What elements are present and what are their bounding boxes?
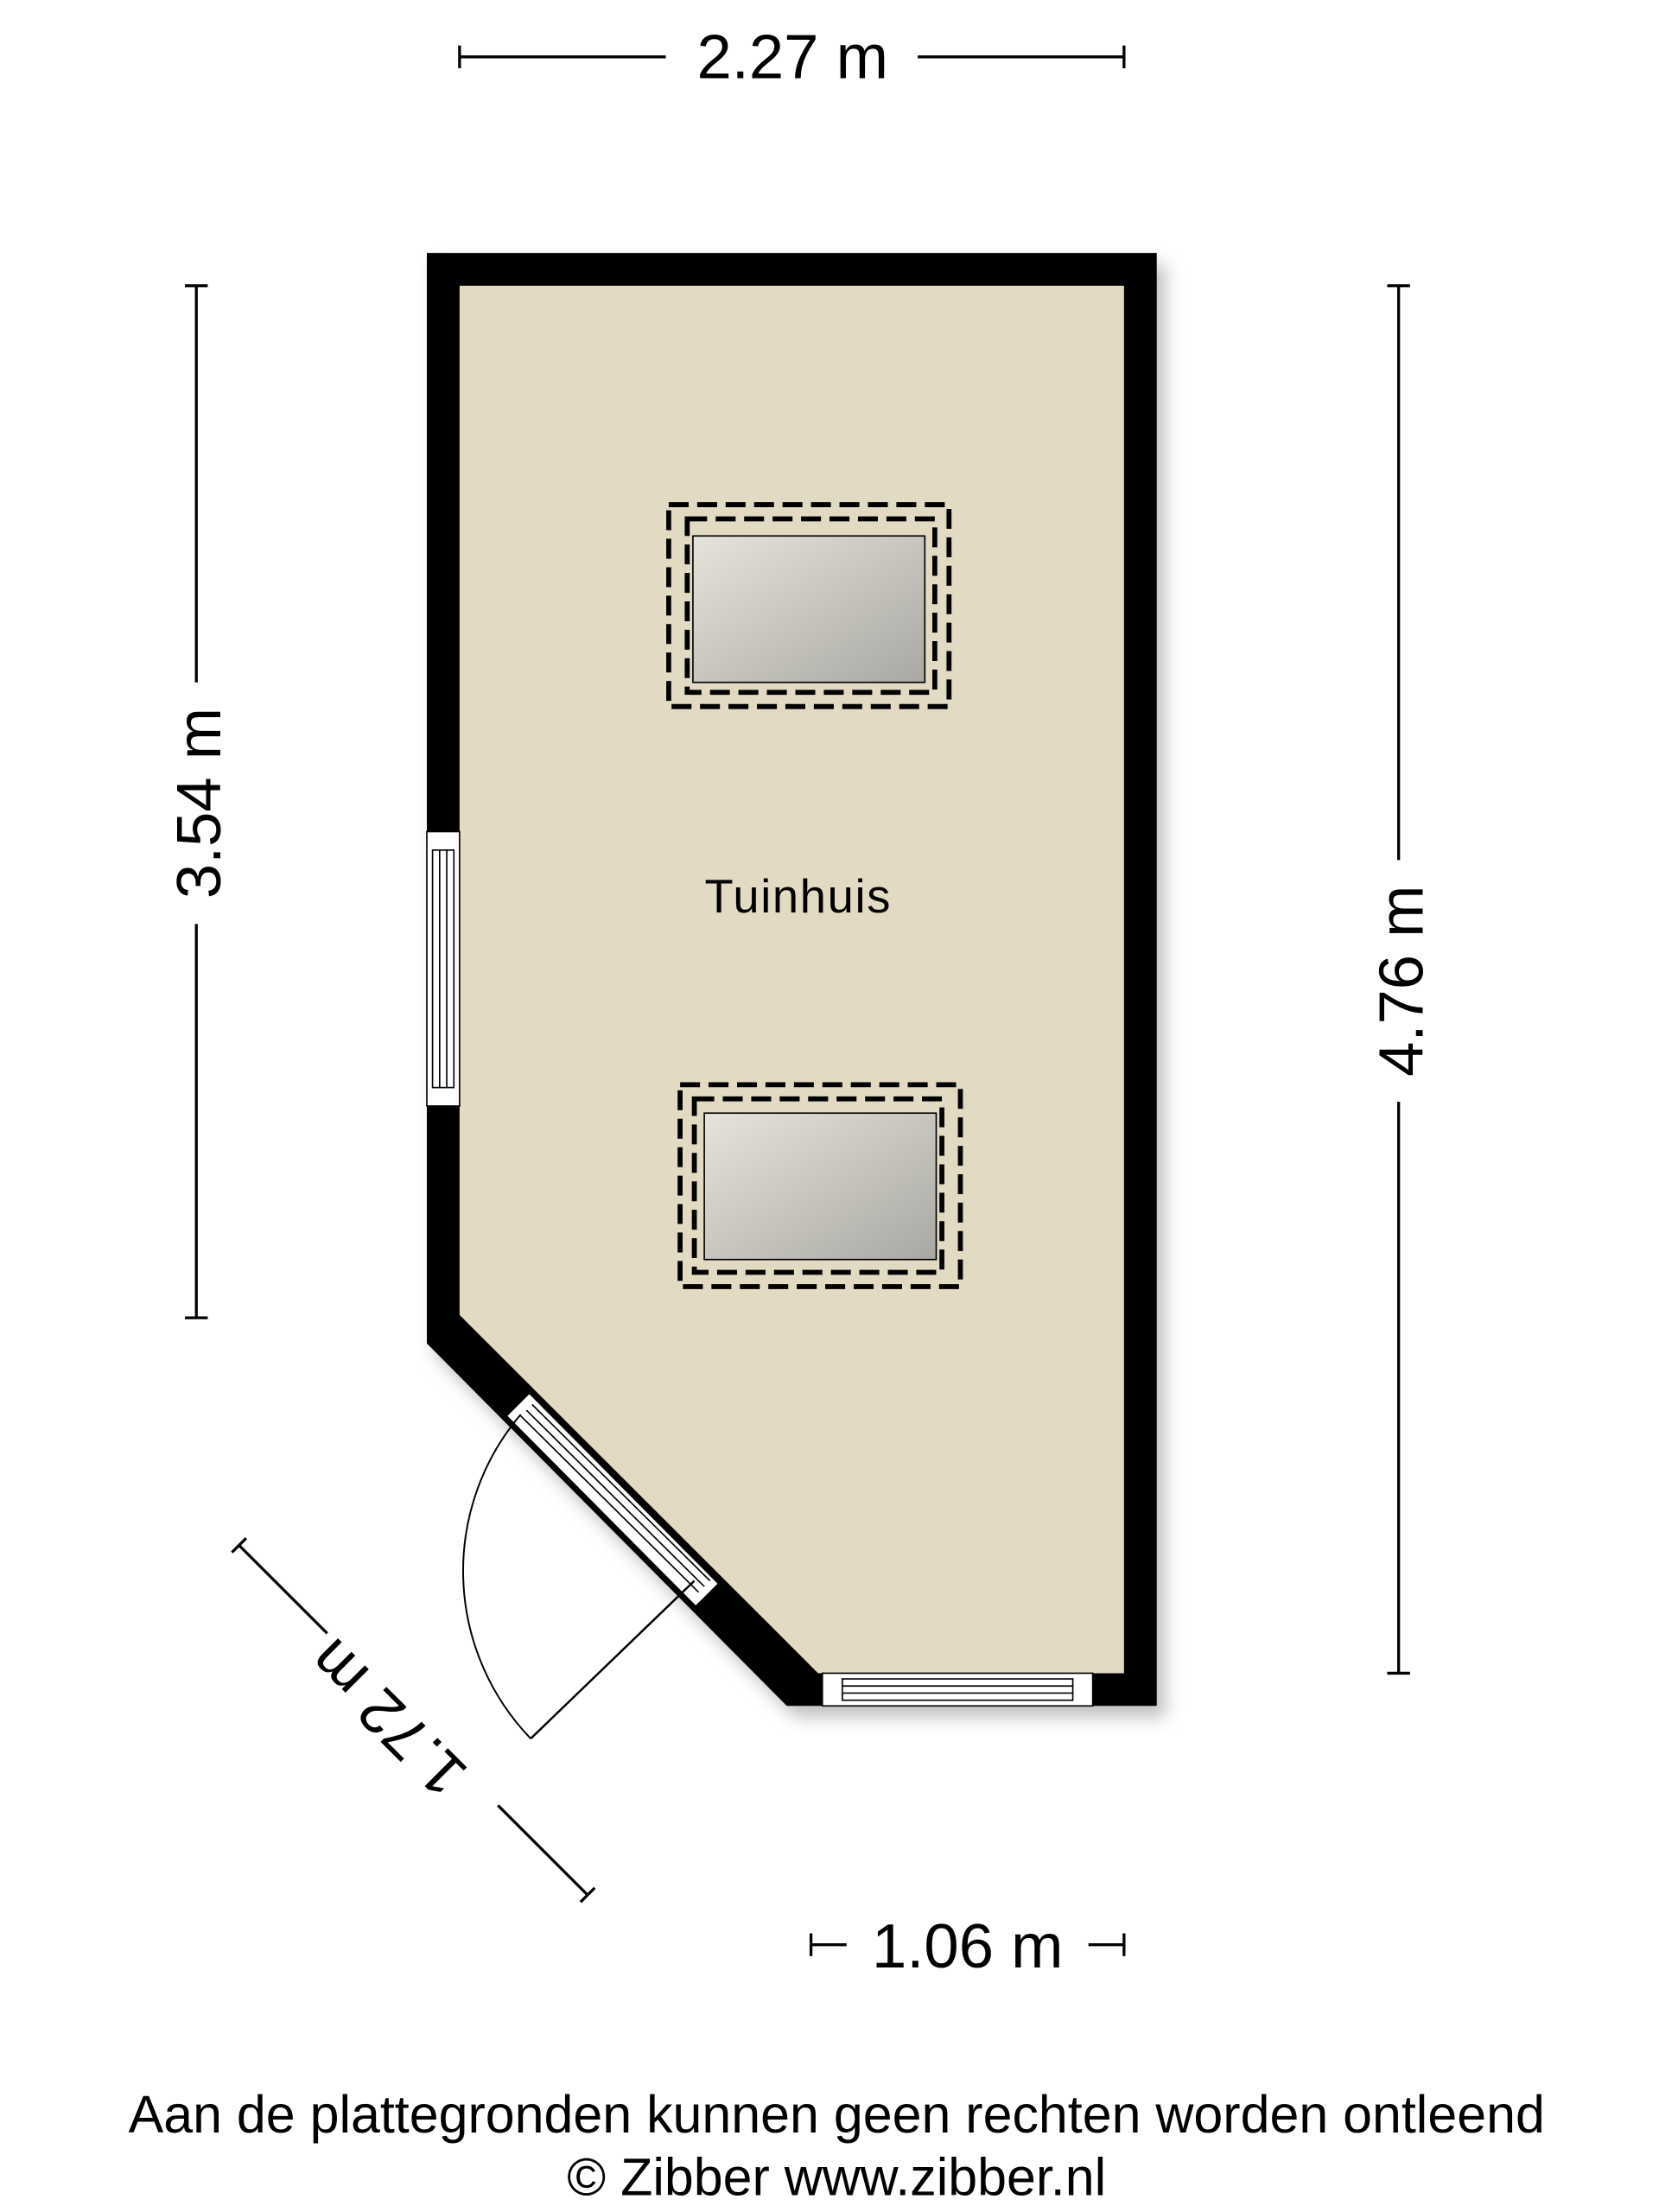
dimension-right: 4.76 m bbox=[1367, 886, 1437, 1077]
copyright: © Zibber www.zibber.nl bbox=[567, 2147, 1106, 2206]
skylight-top bbox=[666, 502, 952, 709]
door bbox=[462, 1392, 720, 1740]
dimension-lines bbox=[185, 45, 1410, 1956]
room-tuinhuis bbox=[426, 252, 1157, 1707]
skylight-bottom bbox=[677, 1082, 963, 1289]
dimension-top: 2.27 m bbox=[696, 22, 887, 92]
dimension-left: 3.54 m bbox=[164, 708, 234, 899]
bottom-window bbox=[821, 1672, 1094, 1707]
left-window bbox=[426, 830, 461, 1107]
disclaimer: Aan de plattegronden kunnen geen rechten… bbox=[129, 2085, 1545, 2144]
room-label: Tuinhuis bbox=[705, 870, 892, 923]
door-swing-arc bbox=[462, 1414, 531, 1739]
floor bbox=[459, 285, 1124, 1674]
dimension-diagonal: 1.72 m bbox=[296, 1625, 480, 1810]
door-leaf bbox=[530, 1580, 696, 1740]
dimension-bottom: 1.06 m bbox=[872, 1911, 1063, 1981]
